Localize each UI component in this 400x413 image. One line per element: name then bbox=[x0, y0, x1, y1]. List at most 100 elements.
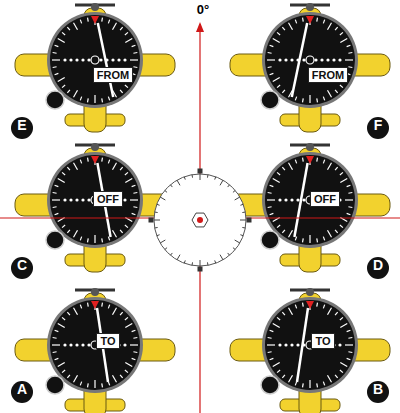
dial-tick bbox=[113, 308, 117, 315]
dial-tick bbox=[277, 370, 280, 373]
dial-tick bbox=[67, 312, 70, 315]
dial-tick bbox=[335, 167, 338, 170]
dial-tick bbox=[74, 308, 78, 315]
dial-tick bbox=[80, 382, 81, 386]
dial-tick bbox=[133, 66, 137, 68]
vor-instrument bbox=[15, 143, 175, 272]
dial-tick bbox=[101, 303, 103, 307]
dial-tick bbox=[125, 179, 132, 183]
dial-tick bbox=[74, 23, 78, 30]
spinner bbox=[91, 3, 99, 11]
dial-tick bbox=[316, 383, 318, 387]
dial-tick bbox=[58, 78, 65, 82]
obs-knob bbox=[46, 91, 64, 109]
dial-tick bbox=[74, 375, 78, 382]
rose-tick bbox=[228, 185, 230, 187]
deviation-dot bbox=[63, 343, 66, 346]
dial-tick bbox=[52, 59, 60, 60]
dial-tick bbox=[58, 179, 65, 183]
deviation-dot bbox=[296, 343, 299, 346]
dial-tick bbox=[347, 185, 351, 186]
dial-tick bbox=[113, 163, 117, 170]
dial-tick bbox=[340, 317, 343, 320]
dial-tick bbox=[302, 158, 304, 162]
dial-tick bbox=[125, 370, 128, 373]
deviation-dot bbox=[81, 343, 84, 346]
deviation-dot bbox=[284, 198, 287, 201]
dial-tick bbox=[309, 95, 310, 103]
deviation-dot bbox=[302, 58, 305, 61]
dial-tick bbox=[113, 375, 117, 382]
spinner bbox=[306, 288, 314, 296]
rose-tick bbox=[207, 262, 209, 265]
rose-tick bbox=[242, 227, 245, 229]
dial-tick bbox=[108, 97, 109, 101]
cdi-needle bbox=[292, 23, 307, 97]
dial-tick bbox=[108, 160, 109, 164]
radial-arrow bbox=[196, 22, 204, 32]
dial-tick bbox=[277, 172, 280, 175]
deviation-dot bbox=[338, 58, 341, 61]
dial-tick bbox=[309, 235, 310, 243]
dial-tick bbox=[108, 305, 109, 309]
dial-tick bbox=[277, 32, 280, 35]
vor-instrument bbox=[15, 3, 175, 132]
course-index bbox=[306, 156, 314, 164]
dial-tick bbox=[62, 85, 65, 88]
obs-knob bbox=[46, 231, 64, 249]
dial-tick bbox=[80, 160, 81, 164]
dial-tick bbox=[273, 39, 280, 43]
dial-tick bbox=[52, 344, 60, 345]
flag-window: TO bbox=[311, 333, 334, 349]
obs-knob bbox=[261, 231, 279, 249]
rose-tick bbox=[177, 180, 180, 185]
obs-knob bbox=[261, 91, 279, 109]
dial-tick bbox=[58, 363, 65, 367]
dial-tick bbox=[120, 230, 123, 233]
dial-tick bbox=[125, 317, 128, 320]
dial-tick bbox=[94, 380, 95, 388]
dial-tick bbox=[130, 199, 138, 200]
deviation-dot bbox=[75, 198, 78, 201]
deviation-dot bbox=[87, 198, 90, 201]
dial-tick bbox=[316, 303, 318, 307]
deviation-dot bbox=[75, 58, 78, 61]
rose-tick bbox=[220, 180, 223, 185]
flag-window: TO bbox=[96, 333, 119, 349]
deviation-dot bbox=[278, 343, 281, 346]
dial-tick bbox=[53, 192, 57, 194]
dial-tick bbox=[282, 230, 285, 233]
dial-tick bbox=[87, 383, 89, 387]
dial-tick bbox=[289, 375, 293, 382]
deviation-dot bbox=[69, 198, 72, 201]
dial-tick bbox=[74, 230, 78, 237]
dial-tick bbox=[94, 95, 95, 103]
dial-tick bbox=[108, 237, 109, 241]
dial-tick bbox=[277, 225, 280, 228]
deviation-dot bbox=[278, 58, 281, 61]
dial-tick bbox=[323, 97, 324, 101]
dial-tick bbox=[58, 324, 65, 328]
dial-tick bbox=[94, 235, 95, 243]
dial-tick bbox=[328, 163, 332, 170]
rose-tick bbox=[160, 240, 165, 243]
dial-tick bbox=[316, 238, 318, 242]
rose-tick bbox=[200, 260, 201, 266]
dial-tick bbox=[302, 18, 304, 22]
dial-tick bbox=[289, 23, 293, 30]
flag-text: OFF bbox=[97, 193, 119, 205]
deviation-dot bbox=[314, 58, 317, 61]
dial-tick bbox=[80, 305, 81, 309]
dial-tick bbox=[267, 59, 275, 60]
dial-tick bbox=[120, 167, 123, 170]
deviation-dot bbox=[81, 58, 84, 61]
deviation-dot bbox=[117, 58, 120, 61]
dial-tick bbox=[302, 98, 304, 102]
dial-tick bbox=[316, 158, 318, 162]
dial-tick bbox=[340, 39, 347, 43]
dial-tick bbox=[101, 238, 103, 242]
dial-tick bbox=[328, 90, 332, 97]
dial-tick bbox=[323, 237, 324, 241]
dial-tick bbox=[132, 185, 136, 186]
